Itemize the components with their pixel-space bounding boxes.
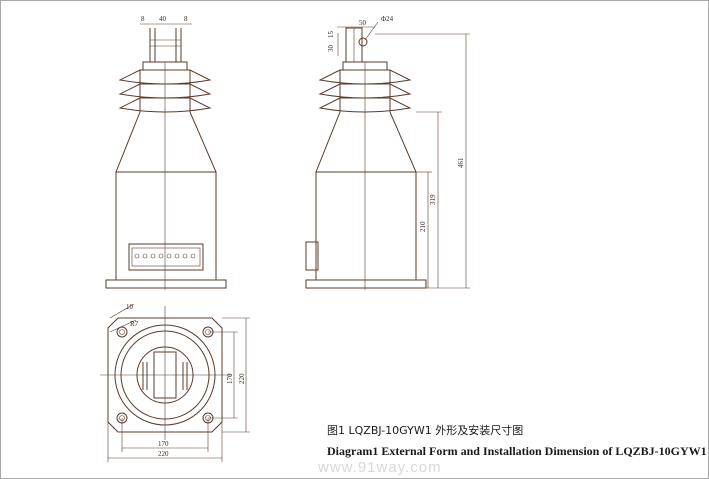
dim-hole: Φ24 [381,15,394,23]
dim-inner-horizontal: 170 [158,440,169,448]
side-view: 50 Φ24 30 15 461 319 210 [305,15,470,290]
dim-h15: 15 [327,31,335,39]
front-view: 8 40 8 [105,15,227,290]
dim-corner: 10 [126,303,134,311]
watermark: www.91way.com [318,459,442,476]
dim-total-height: 461 [457,157,465,168]
dim-outer-vertical: 220 [238,373,246,384]
dim-inner-vertical: 170 [226,373,234,384]
caption-english: Diagram1 External Form and Installation … [327,444,707,458]
dim-terminal-left: 8 [141,15,145,23]
base-view: 10 R7 170 220 170 220 [100,303,250,462]
dim-box-height: 210 [419,221,427,232]
dim-outer-horizontal: 220 [158,450,169,458]
caption-chinese: 图1 LQZBJ-10GYW1 外形及安装尺寸图 [327,424,524,437]
dim-body-height: 319 [429,194,437,205]
dim-top-width: 50 [359,19,367,27]
dim-terminal-right: 8 [184,15,188,23]
dim-radius: R7 [130,320,139,328]
terminal-block-screws [134,253,196,259]
dim-terminal-spacing: 40 [159,15,167,23]
dim-h30: 30 [327,45,335,53]
